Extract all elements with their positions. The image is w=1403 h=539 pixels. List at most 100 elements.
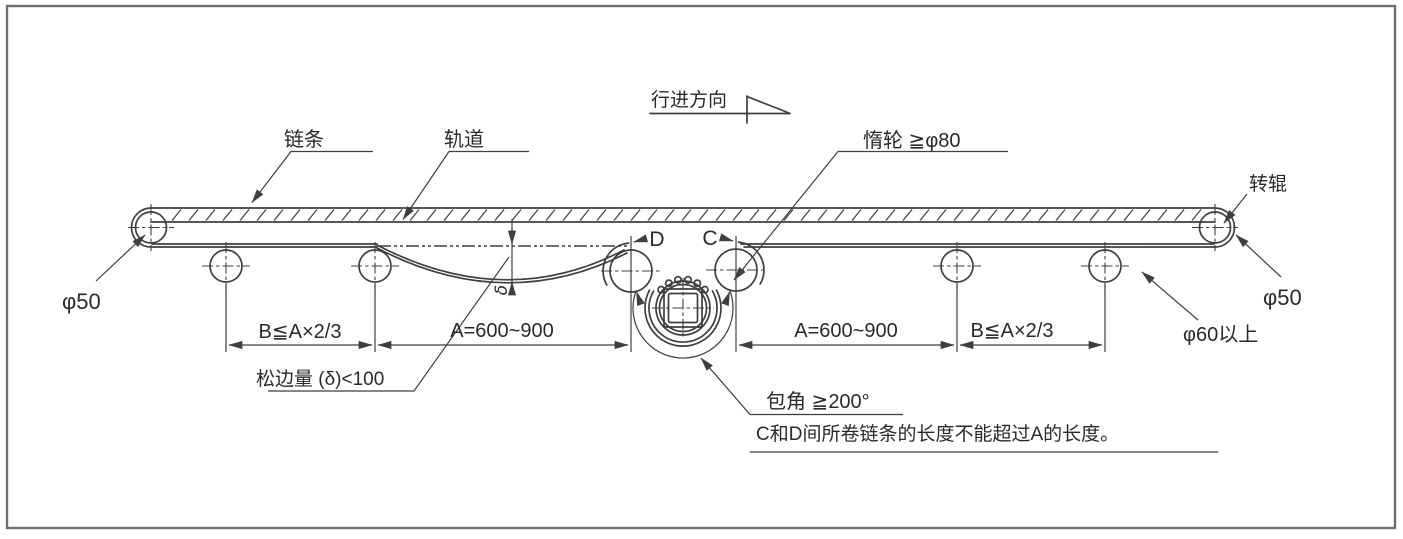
hatch-mark	[953, 209, 964, 221]
slack-symbol: δ	[492, 285, 512, 295]
note-text: C和D间所卷链条的长度不能超过A的长度。	[756, 423, 1119, 445]
hatch-mark	[222, 209, 233, 221]
hatch-mark	[392, 209, 403, 221]
hatch-mark	[1021, 209, 1032, 221]
slack-leader	[268, 256, 510, 392]
hatch-mark	[630, 209, 641, 221]
hatch-mark	[681, 209, 692, 221]
hatch-mark	[528, 209, 539, 221]
support-roller-2	[350, 241, 400, 291]
hatch-mark	[732, 209, 743, 221]
hatch-mark	[596, 209, 607, 221]
hatch-mark	[205, 209, 216, 221]
hatch-mark	[919, 209, 930, 221]
hatch-mark	[239, 209, 250, 221]
hatch-mark	[188, 209, 199, 221]
chain-wrap-arc	[648, 290, 718, 343]
hatch-mark	[307, 209, 318, 221]
hatch-mark	[902, 209, 913, 221]
sheet-border	[5, 4, 1397, 530]
idler-leader	[733, 150, 1008, 281]
slack-label: 松边量 (δ)<100	[256, 368, 384, 390]
dimension-lines	[225, 236, 1106, 352]
chain-leader	[251, 150, 373, 204]
conveyor-band	[130, 207, 1236, 248]
hatch-mark	[834, 209, 845, 221]
hatch-mark	[273, 209, 284, 221]
hatch-mark	[1038, 209, 1049, 221]
hatch-mark	[375, 209, 386, 221]
hatch-mark	[936, 209, 947, 221]
hatch-mark	[1157, 209, 1168, 221]
right-dia-leader	[1235, 234, 1282, 278]
hatch-mark	[800, 209, 811, 221]
dim-a-right: A=600~900	[794, 320, 897, 342]
hatch-mark	[460, 209, 471, 221]
hatch-mark	[987, 209, 998, 221]
hatch-mark	[885, 209, 896, 221]
left-end-roller	[128, 204, 174, 251]
hatch-mark	[1140, 209, 1151, 221]
support-roller-3	[932, 241, 982, 291]
hatch-mark	[171, 209, 182, 221]
hatch-mark	[766, 209, 777, 221]
dim-a-left: A=600~900	[450, 320, 553, 342]
chain-label: 链条	[284, 128, 324, 151]
hatch-mark	[1191, 209, 1202, 221]
right-end-roller	[1192, 204, 1238, 251]
band-hatching	[171, 209, 1202, 221]
turn-roller-leader	[1223, 193, 1248, 224]
support-roller-1	[201, 241, 251, 291]
wrap-angle-label: 包角 ≧200°	[766, 390, 870, 413]
hatch-mark	[1072, 209, 1083, 221]
hatch-mark	[749, 209, 760, 221]
leader-lines	[95, 150, 1282, 453]
hatch-mark	[970, 209, 981, 221]
hatch-mark	[409, 209, 420, 221]
hatch-mark	[1174, 209, 1185, 221]
hatch-mark	[477, 209, 488, 221]
hatch-mark	[1055, 209, 1066, 221]
hatch-mark	[1004, 209, 1015, 221]
hatch-mark	[1106, 209, 1117, 221]
left-end-diameter: φ50	[62, 289, 101, 314]
support-dia-leader	[1141, 271, 1199, 321]
support-roller-diameter: φ60以上	[1183, 323, 1258, 346]
hatch-mark	[851, 209, 862, 221]
return-run	[151, 243, 1215, 284]
hatch-mark	[698, 209, 709, 221]
hatch-mark	[443, 209, 454, 221]
takeup-unit	[601, 233, 766, 359]
hatch-mark	[647, 209, 658, 221]
hatch-mark	[817, 209, 828, 221]
hatch-mark	[1089, 209, 1100, 221]
rail-label: 轨道	[444, 128, 484, 151]
left-dia-leader	[95, 234, 146, 282]
support-roller-4	[1080, 241, 1130, 291]
hatch-mark	[290, 209, 301, 221]
hatch-mark	[358, 209, 369, 221]
hatch-mark	[579, 209, 590, 221]
hatch-mark	[545, 209, 556, 221]
dim-b-right: B≦A×2/3	[971, 320, 1054, 342]
drive-sprocket	[652, 275, 714, 338]
turn-roller-label: 转辊	[1249, 173, 1287, 195]
hatch-mark	[324, 209, 335, 221]
point-d-label: D	[649, 228, 664, 251]
hatch-mark	[426, 209, 437, 221]
hatch-mark	[341, 209, 352, 221]
wrap-angle-arc	[632, 290, 734, 359]
rail-leader	[402, 150, 529, 221]
idler-label: 惰轮 ≧φ80	[863, 129, 961, 152]
hatch-mark	[494, 209, 505, 221]
direction-label: 行进方向	[651, 89, 727, 111]
hatch-mark	[715, 209, 726, 221]
hatch-mark	[1123, 209, 1134, 221]
hatch-mark	[256, 209, 267, 221]
hatch-mark	[613, 209, 624, 221]
right-end-diameter: φ50	[1263, 285, 1302, 310]
hatch-mark	[664, 209, 675, 221]
wrap-angle-leader	[700, 357, 903, 416]
